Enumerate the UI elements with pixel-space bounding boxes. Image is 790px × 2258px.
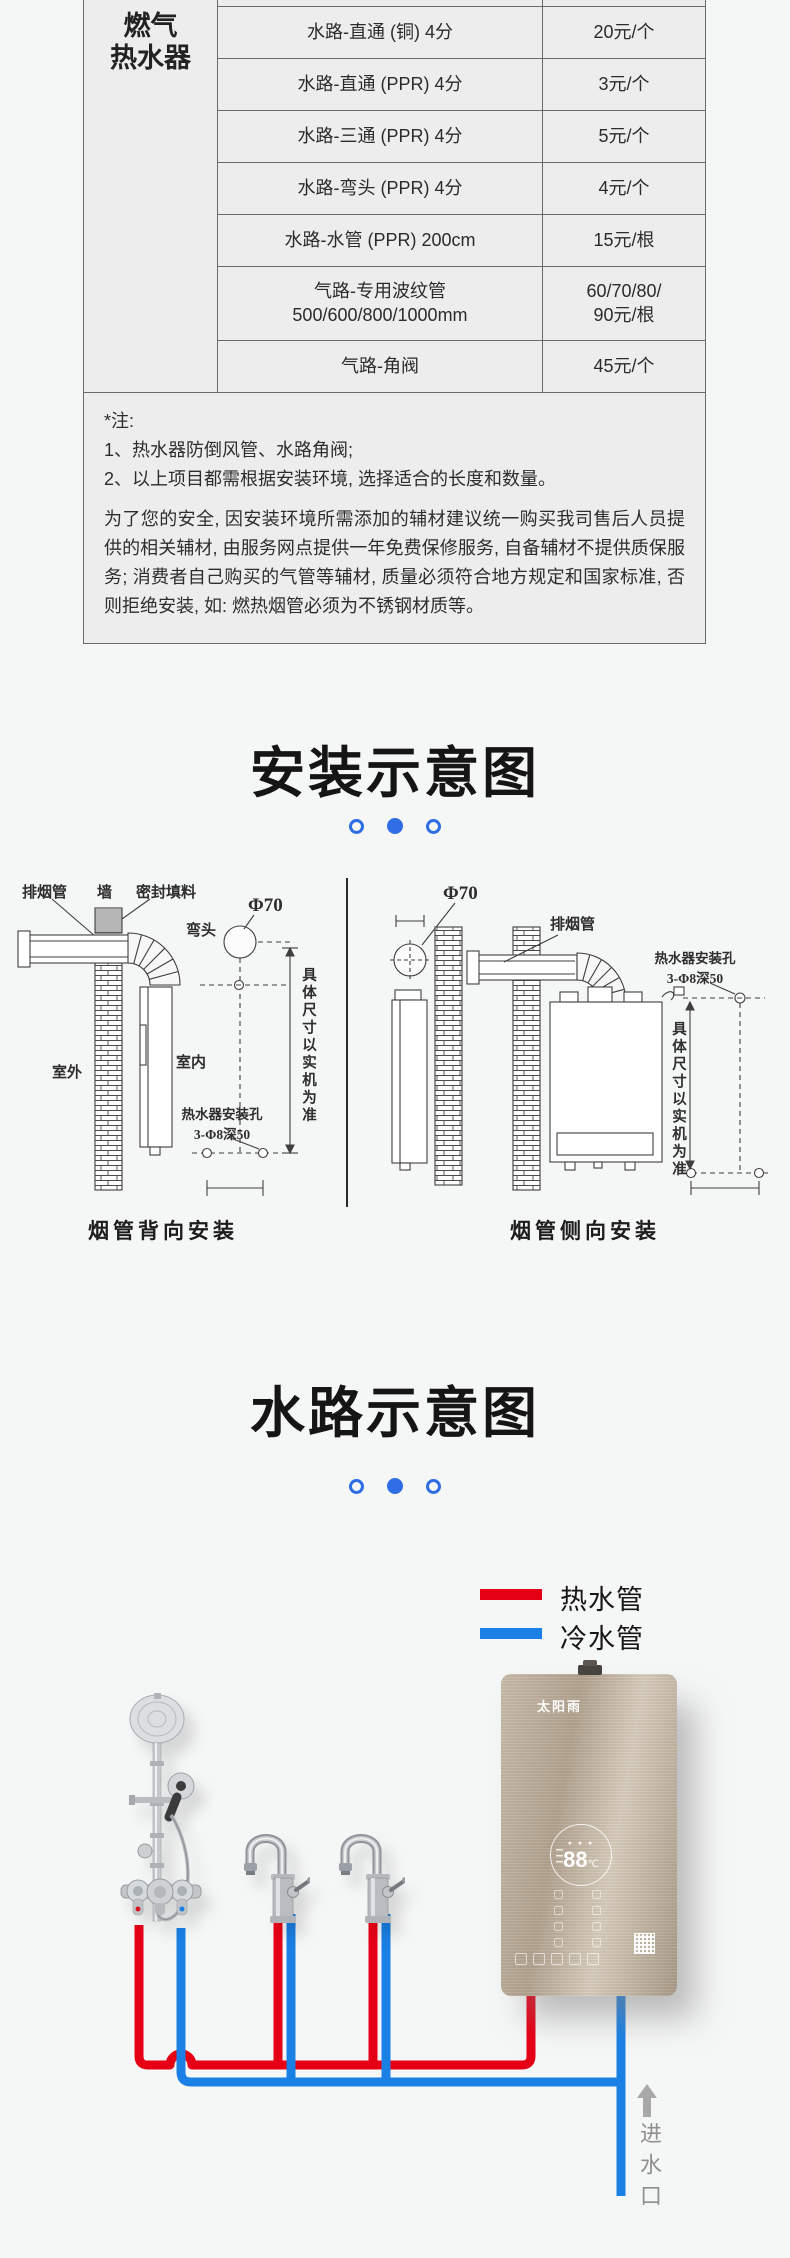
safety-paragraph: 为了您的安全, 因安装环境所需添加的辅材建议统一购买我司售后人员提供的相关辅材,…: [104, 509, 685, 616]
control-buttons: [515, 1953, 599, 1965]
label-elbow: 弯头: [186, 923, 217, 939]
table-row-item: 气路-角阀: [218, 340, 542, 392]
cold-pipe-label: 冷水管: [560, 1624, 644, 1654]
qr-code: [634, 1933, 655, 1954]
water-heater: 太阳雨 ● ● ● 88℃: [501, 1660, 677, 1996]
brand-logo: 太阳雨: [537, 1699, 583, 1714]
pagination-dots: [0, 1478, 790, 1494]
control-icon-grid: [554, 1890, 601, 1947]
table-row-price: 60/70/80/ 90元/根: [542, 266, 705, 340]
table-row-price: 45元/个: [542, 340, 705, 392]
table-row-item: 气路-专用波纹管 500/600/800/1000mm: [218, 266, 542, 340]
table-row-item: 水路-直通 (PPR) 4分: [218, 58, 542, 110]
label-exhaust-pipe: 排烟管: [550, 917, 596, 933]
notes-title: *注:: [104, 411, 135, 431]
label-seal-filler: 密封填料: [136, 885, 197, 901]
pagination-dot: [349, 1478, 364, 1494]
notes-box: *注: 1、热水器防倒风管、水路角阀; 2、以上项目都需根据安装环境, 选择适合…: [84, 392, 705, 643]
label-outdoor: 室外: [52, 1065, 83, 1081]
table-row-price: 20元/个: [542, 6, 705, 58]
display-icons: ● ● ●: [567, 1839, 595, 1847]
label-dimension-note: 具体尺寸以实机为准: [670, 1021, 686, 1179]
water-inlet-label: 进水口: [637, 2122, 662, 2215]
hot-pipe-swatch: [480, 1589, 542, 1600]
caption-rear-install: 烟管背向安装: [88, 1219, 238, 1243]
display-temperature: 88℃: [563, 1846, 599, 1872]
shower-fixture: [120, 1693, 202, 1922]
temperature-display: ● ● ● 88℃: [550, 1824, 612, 1886]
flue-collar: [578, 1665, 602, 1675]
note-item: 1、热水器防倒风管、水路角阀;: [104, 439, 354, 460]
faucet: [339, 1834, 405, 1923]
display-ticks: [556, 1849, 563, 1863]
table-row-item: 水路-水管 (PPR) 200cm: [218, 214, 542, 266]
table-row-price: 5元/个: [542, 110, 705, 162]
pagination-dot: [426, 818, 441, 834]
category-cell: 燃气 热水器: [84, 0, 218, 392]
label-mount-hole: 热水器安装孔 3-Φ8深50: [181, 1107, 263, 1142]
table-row-price: 15元/根: [542, 214, 705, 266]
cold-water-pipes: [176, 1914, 626, 2196]
table-row-price: 4元/个: [542, 162, 705, 214]
water-section-title: 水路示意图: [249, 1382, 540, 1444]
accessory-price-card: 燃气 热水器 水路-直通 (铜) 4分 20元/个 水路-直通 (PPR) 4分…: [83, 0, 706, 644]
pagination-dot-active: [387, 1478, 403, 1494]
table-cell-partial: [542, 0, 705, 6]
install-section-title: 安装示意图: [249, 742, 540, 804]
diagram-line-art: [17, 878, 768, 1207]
pagination-dot-active: [387, 818, 403, 834]
pagination-dot: [349, 818, 364, 834]
note-item: 2、以上项目都需根据安装环境, 选择适合的长度和数量。: [104, 468, 557, 489]
label-diameter: Φ70: [443, 883, 478, 904]
caption-side-install: 烟管侧向安装: [510, 1219, 660, 1243]
label-exhaust-pipe: 排烟管: [22, 885, 68, 901]
accessory-price-table: 燃气 热水器 水路-直通 (铜) 4分 20元/个 水路-直通 (PPR) 4分…: [84, 0, 705, 392]
label-wall: 墙: [97, 885, 113, 901]
water-inlet-arrow-icon: [637, 2084, 657, 2118]
hot-pipe-label: 热水管: [560, 1585, 644, 1615]
faucet: [244, 1834, 310, 1923]
table-row-item: 水路-直通 (铜) 4分: [218, 6, 542, 58]
label-diameter: Φ70: [248, 895, 283, 916]
table-row-item: 水路-弯头 (PPR) 4分: [218, 162, 542, 214]
table-row-price: 3元/个: [542, 58, 705, 110]
flue-collar-top: [583, 1660, 597, 1666]
install-diagrams: 排烟管 墙 密封填料 弯头 Φ70 室外 室内 热水器安装孔 3-Φ8深50 具…: [0, 875, 790, 1260]
label-indoor: 室内: [176, 1055, 207, 1071]
table-row-item: 水路-三通 (PPR) 4分: [218, 110, 542, 162]
pagination-dot: [426, 1478, 441, 1494]
pagination-dots: [0, 818, 790, 834]
label-dimension-note: 具体尺寸以实机为准: [300, 967, 316, 1125]
pipe-diagram: [134, 1914, 626, 2196]
cold-pipe-swatch: [480, 1628, 542, 1639]
label-mount-hole: 热水器安装孔 3-Φ8深50: [654, 951, 736, 986]
